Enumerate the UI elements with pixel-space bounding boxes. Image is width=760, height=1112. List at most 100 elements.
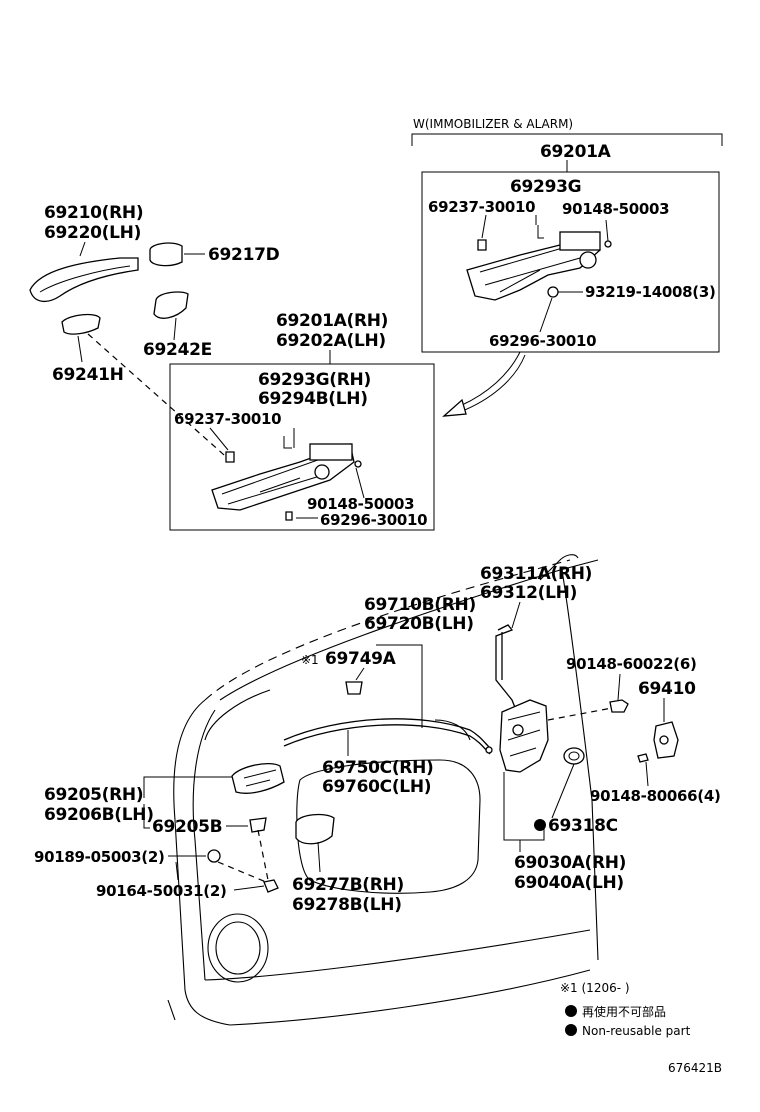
outer-handle-leader bbox=[79, 241, 86, 257]
variant-arrow-head bbox=[442, 398, 467, 417]
inner-cable-group: 69750C(RH) 69760C(LH) bbox=[322, 730, 434, 797]
main-frame-section: 69201A(RH) 69202A(LH) 69293G(RH) 69294B(… bbox=[169, 311, 435, 531]
seal-drawing bbox=[563, 747, 585, 765]
main-assembly-lh: 69202A(LH) bbox=[276, 331, 386, 351]
bezel-group: 69277B(RH) 69278B(LH) bbox=[292, 813, 404, 915]
variant-part-4: 69296-30010 bbox=[489, 332, 596, 350]
clip-label: 69749A bbox=[325, 649, 397, 669]
striker-hole bbox=[659, 735, 669, 745]
variant-arrow-line-2 bbox=[461, 351, 521, 406]
lock-detail-circle bbox=[512, 724, 524, 736]
legend: ※1 (1206- ) 再使用不可部品 Non-reusable part bbox=[560, 981, 691, 1038]
variant-bracket bbox=[411, 133, 723, 146]
non-reusable-marker bbox=[534, 819, 546, 831]
gasket-drawing bbox=[61, 313, 101, 335]
inner-handle-rh-label: 69205(RH) bbox=[44, 785, 143, 805]
handle-cap-drawing bbox=[149, 242, 183, 267]
seal-label: 69318C bbox=[548, 816, 618, 836]
inner-handle-part-label: 69205B bbox=[152, 817, 222, 837]
cable-leader bbox=[376, 644, 423, 728]
cable-rh-label: 69710B(RH) bbox=[364, 595, 476, 615]
inner-handle-dash bbox=[257, 829, 269, 881]
lock-lh-label: 69040A(LH) bbox=[514, 873, 624, 893]
screw-2-dash bbox=[217, 861, 267, 883]
handle-pad-drawing bbox=[153, 291, 189, 319]
clip-leader bbox=[355, 667, 365, 681]
legend-bullet-2 bbox=[565, 1024, 577, 1036]
seal-inner bbox=[568, 751, 580, 761]
outer-handle-drawing bbox=[29, 257, 139, 302]
cable-drawing-2 bbox=[283, 724, 491, 755]
legend-bullet-jp: 再使用不可部品 bbox=[582, 1004, 666, 1019]
lock-rod-leader bbox=[511, 601, 521, 629]
screw-2-label: 90164-50031(2) bbox=[96, 882, 227, 900]
inner-handle-part-drawing bbox=[249, 817, 267, 833]
bezel-lh-label: 69278B(LH) bbox=[292, 895, 402, 915]
outer-handle-detail bbox=[39, 265, 131, 293]
screw-4-leader bbox=[645, 761, 649, 787]
clip-2-drawing bbox=[207, 849, 221, 863]
bezel-rh-label: 69277B(RH) bbox=[292, 875, 404, 895]
main-frame-box bbox=[169, 363, 435, 531]
door-panel-outline bbox=[167, 554, 599, 1026]
striker-label: 69410 bbox=[638, 679, 696, 699]
screw-6-leader bbox=[617, 673, 621, 701]
variant-section: W(IMMOBILIZER & ALARM) 69201A 69293G 692… bbox=[411, 117, 723, 353]
legend-bullet-1 bbox=[565, 1005, 577, 1017]
cable-group: 69710B(RH) 69720B(LH) ※1 69749A bbox=[283, 595, 493, 755]
handle-cap-label: 69217D bbox=[208, 245, 280, 265]
lock-rod-lh-label: 69312(LH) bbox=[480, 583, 577, 603]
variant-part-3: 93219-14008(3) bbox=[585, 283, 716, 301]
lock-rh-label: 69030A(RH) bbox=[514, 853, 626, 873]
lock-rod-rh-label: 69311A(RH) bbox=[480, 564, 592, 584]
main-sub-lh: 69294B(LH) bbox=[258, 389, 368, 409]
screw-dash bbox=[547, 707, 613, 721]
bezel-drawing bbox=[295, 813, 335, 845]
main-assembly-rh: 69201A(RH) bbox=[276, 311, 388, 331]
variant-arrow-line bbox=[459, 354, 526, 413]
variant-part-2: 90148-50003 bbox=[562, 200, 669, 218]
screw-6-label: 90148-60022(6) bbox=[566, 655, 697, 673]
inner-cable-lh-label: 69760C(LH) bbox=[322, 777, 431, 797]
screw-2-leader bbox=[233, 885, 265, 891]
screw-2-drawing bbox=[263, 879, 279, 893]
inner-handle-lh-label: 69206B(LH) bbox=[44, 805, 154, 825]
clip-drawing bbox=[345, 681, 363, 695]
inner-handle-drawing bbox=[231, 762, 285, 794]
clip-2-down bbox=[175, 861, 179, 881]
outer-handle-lh-label: 69220(LH) bbox=[44, 223, 141, 243]
variant-part-1: 69237-30010 bbox=[428, 198, 535, 216]
screw-4-label: 90148-80066(4) bbox=[590, 787, 721, 805]
cable-end bbox=[485, 746, 493, 754]
cable-drawing bbox=[283, 718, 491, 749]
inner-cable-rh-label: 69750C(RH) bbox=[322, 758, 433, 778]
lock-detail bbox=[507, 711, 541, 757]
lock-rod-group: 69311A(RH) 69312(LH) bbox=[480, 564, 592, 711]
variant-sub-number: 69293G bbox=[510, 177, 581, 197]
outer-handle-section: 69210(RH) 69220(LH) 69217D 69242E 69241H bbox=[29, 203, 280, 463]
inner-handle-bracket bbox=[143, 776, 232, 829]
outer-handle-rh-label: 69210(RH) bbox=[44, 203, 143, 223]
legend-note: ※1 (1206- ) bbox=[560, 981, 630, 995]
gasket-leader bbox=[77, 335, 83, 363]
clip-2-label: 90189-05003(2) bbox=[34, 848, 165, 866]
diagram-code: 676421B bbox=[668, 1061, 722, 1075]
gasket-label: 69241H bbox=[52, 365, 124, 385]
clip-note-mark: ※1 bbox=[301, 653, 319, 667]
screw-6-drawing bbox=[609, 699, 629, 713]
main-sub-rh: 69293G(RH) bbox=[258, 370, 371, 390]
variant-label: W(IMMOBILIZER & ALARM) bbox=[413, 117, 573, 131]
legend-bullet-en: Non-reusable part bbox=[582, 1024, 691, 1038]
screw-4-drawing bbox=[637, 753, 649, 763]
lock-assembly-group: 69030A(RH) 69040A(LH) 69318C bbox=[499, 699, 626, 893]
main-part-3: 69296-30010 bbox=[320, 511, 427, 529]
lower-fasteners: 90189-05003(2) 90164-50031(2) bbox=[34, 848, 279, 900]
pad-leader bbox=[173, 317, 177, 341]
striker-group: 90148-60022(6) 69410 90148-80066(4) bbox=[547, 655, 721, 805]
variant-box bbox=[421, 171, 720, 353]
main-frame-drawing bbox=[209, 427, 365, 521]
lock-drawing bbox=[499, 699, 549, 773]
variant-frame-drawing bbox=[466, 214, 612, 333]
inner-handle-group: 69205(RH) 69206B(LH) 69205B bbox=[44, 762, 285, 881]
